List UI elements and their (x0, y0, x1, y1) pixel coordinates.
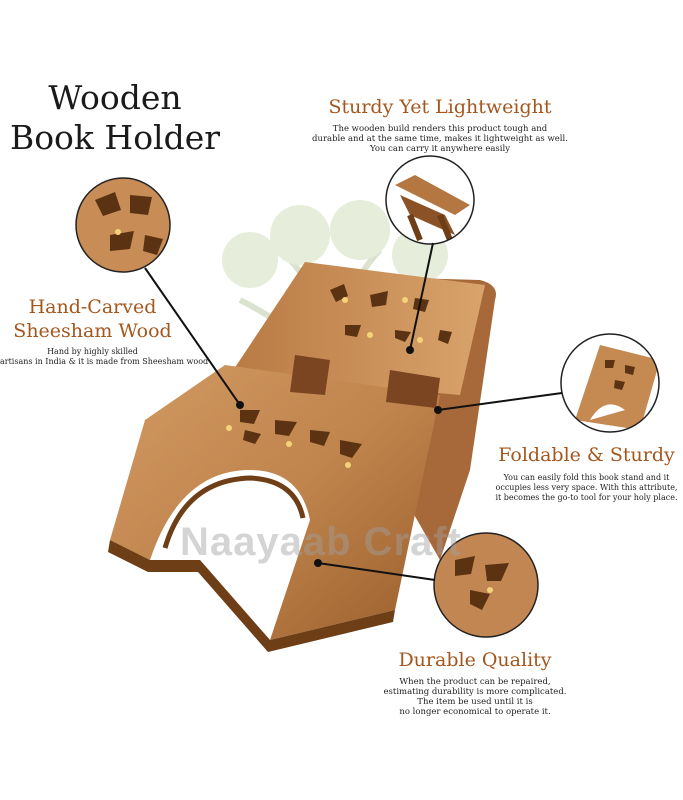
feature-durable-desc-line: When the product can be repaired, (399, 677, 551, 687)
zoom-circle-foldable (560, 333, 660, 433)
zoom-circle-folded (385, 155, 475, 245)
feature-durable: Durable Quality When the product can be … (360, 648, 590, 717)
feature-sturdy-title: Sturdy Yet Lightweight (328, 96, 552, 118)
feature-foldable-desc: You can easily fold this book stand and … (490, 473, 683, 503)
feature-durable-title: Durable Quality (398, 649, 552, 671)
book-holder-body (108, 262, 496, 652)
feature-durable-desc-line: no longer economical to operate it. (399, 707, 551, 717)
feature-carved-desc-line: Hand by highly skilled (47, 347, 138, 356)
feature-foldable-title: Foldable & Sturdy (498, 444, 675, 466)
feature-sturdy-desc-line: The wooden build renders this product to… (332, 124, 548, 134)
feature-sturdy-desc-line: You can carry it anywhere easily (369, 144, 511, 154)
page-title: Wooden Book Holder (0, 78, 230, 158)
feature-carved: Hand-Carved Sheesham Wood Hand by highly… (0, 295, 209, 367)
title-line-2: Book Holder (9, 118, 221, 157)
feature-foldable-desc-line: it becomes the go-to tool for your holy … (495, 493, 678, 502)
feature-sturdy-desc: The wooden build renders this product to… (300, 124, 580, 154)
feature-sturdy: Sturdy Yet Lightweight The wooden build … (300, 95, 580, 154)
feature-carved-desc: Hand by highly skilled artisans in India… (0, 347, 209, 367)
feature-durable-desc: When the product can be repaired, estima… (360, 677, 590, 717)
feature-durable-desc-line: estimating durability is more complicate… (383, 687, 567, 697)
feature-foldable-desc-line: You can easily fold this book stand and … (503, 473, 670, 482)
pointer-lines (144, 242, 563, 581)
feature-foldable-desc-line: occupies less very space. With this attr… (495, 483, 678, 492)
feature-durable-desc-line: The item be used until it is (417, 697, 533, 707)
feature-carved-title-line: Sheesham Wood (13, 320, 172, 342)
feature-carved-desc-line: artisans in India & it is made from Shee… (0, 357, 209, 366)
feature-carved-title-line: Hand-Carved (28, 296, 157, 318)
brand-watermark: Naayaab Craft (180, 520, 463, 564)
feature-sturdy-desc-line: durable and at the same time, makes it l… (312, 134, 568, 144)
zoom-circle-durable (433, 532, 539, 638)
feature-foldable: Foldable & Sturdy You can easily fold th… (490, 443, 683, 503)
title-line-1: Wooden (48, 78, 182, 117)
feature-carved-title: Hand-Carved Sheesham Wood (0, 295, 185, 343)
zoom-circle-carving (75, 177, 171, 273)
